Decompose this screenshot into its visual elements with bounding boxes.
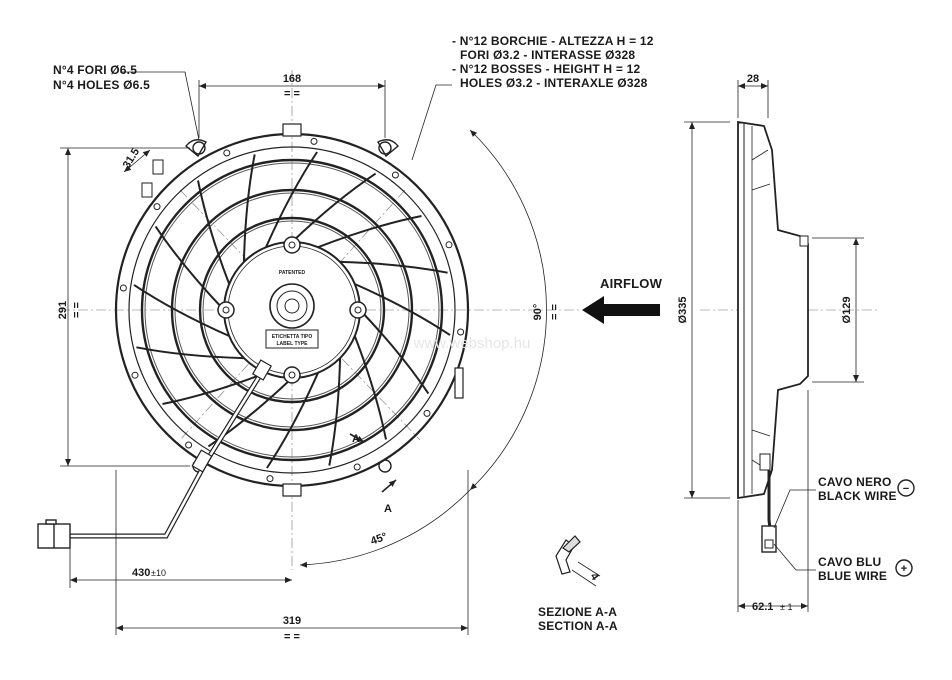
minus-icon bbox=[897, 479, 915, 497]
plus-sign: + bbox=[901, 563, 907, 575]
section-label-it: SEZIONE A-A bbox=[538, 605, 617, 619]
guard-spoke bbox=[359, 309, 430, 395]
fan-shroud-inner bbox=[128, 146, 456, 474]
mounting-boss bbox=[310, 137, 318, 145]
dim-62-1: 62.1 bbox=[752, 601, 773, 613]
section-a-bottom: A bbox=[384, 503, 392, 515]
guard-spoke bbox=[242, 154, 256, 262]
blue-wire-it: CAVO BLU bbox=[818, 555, 881, 569]
wire-connector bbox=[37, 519, 71, 549]
dim-430-tol: ±10 bbox=[151, 568, 166, 578]
dim-168: 168 bbox=[283, 73, 301, 85]
section-label-en: SECTION A-A bbox=[538, 619, 618, 633]
dim-28: 28 bbox=[747, 73, 759, 85]
dim-335: Ø335 bbox=[677, 297, 689, 324]
plus-icon bbox=[895, 559, 913, 577]
guard-spoke bbox=[291, 172, 377, 243]
mounting-boss bbox=[119, 284, 127, 292]
holes-note-it: N°4 FORI Ø6.5 bbox=[53, 63, 137, 77]
mounting-boss bbox=[391, 171, 399, 179]
side-dimension-lines bbox=[684, 80, 864, 612]
dim-angle-90: 90° bbox=[532, 304, 544, 321]
mounting-boss bbox=[266, 475, 274, 483]
airflow-label: AIRFLOW bbox=[600, 276, 663, 291]
bosses-note-en-2: HOLES Ø3.2 - INTERAXLE Ø328 bbox=[460, 76, 648, 90]
mounting-boss bbox=[423, 409, 431, 417]
minus-sign: − bbox=[903, 483, 909, 495]
dim-90-eq: = = bbox=[549, 304, 561, 320]
guard-spoke bbox=[317, 215, 422, 249]
label-type-it: ETICHETTA TIPO bbox=[272, 334, 313, 340]
motor-boss bbox=[269, 283, 315, 329]
black-wire-en: BLACK WIRE bbox=[818, 489, 897, 503]
section-detail bbox=[555, 535, 601, 587]
dim-31-5: 31.5 bbox=[121, 146, 143, 171]
bosses-note-it-2: FORI Ø3.2 - INTERASSE Ø328 bbox=[460, 48, 635, 62]
label-type-en: LABEL TYPE bbox=[276, 341, 308, 347]
guard-spoke bbox=[162, 371, 267, 405]
dim-291-eq: = = bbox=[71, 302, 83, 318]
fan-side-view bbox=[737, 120, 809, 553]
dim-129: Ø129 bbox=[841, 297, 853, 324]
hub-patented-text: PATENTED bbox=[279, 270, 306, 276]
guard-spoke bbox=[265, 151, 318, 248]
mounting-boss bbox=[131, 371, 139, 379]
bosses-note-it-1: - N°12 BORCHIE - ALTEZZA H = 12 bbox=[452, 34, 654, 48]
guard-spoke bbox=[136, 346, 244, 360]
mounting-boss bbox=[445, 241, 453, 249]
fan-front-view bbox=[114, 123, 470, 497]
power-cable bbox=[70, 359, 273, 539]
dim-291: 291 bbox=[57, 301, 69, 319]
guard-spoke bbox=[354, 283, 451, 336]
guard-spoke bbox=[197, 180, 231, 285]
mounting-boss bbox=[185, 441, 193, 449]
mounting-bosses bbox=[119, 137, 465, 483]
guard-spoke bbox=[353, 335, 387, 440]
blue-wire-en: BLUE WIRE bbox=[818, 569, 887, 583]
dim-319: 319 bbox=[283, 615, 301, 627]
mounting-boss bbox=[153, 203, 161, 211]
black-wire-it: CAVO NERO bbox=[818, 475, 892, 489]
mounting-boss bbox=[223, 149, 231, 157]
holes-note-en: N°4 HOLES Ø6.5 bbox=[53, 78, 150, 92]
dim-430: 430 bbox=[132, 567, 150, 579]
mounting-boss bbox=[457, 328, 465, 336]
watermark: www.webshop.hu bbox=[413, 335, 531, 352]
guard-spoke bbox=[328, 358, 342, 466]
dim-62-1-tol: ± 1 bbox=[780, 602, 792, 612]
mounting-boss bbox=[353, 463, 361, 471]
dimension-lines bbox=[60, 71, 547, 635]
guard-spoke bbox=[340, 260, 448, 274]
bosses-note-en-1: - N°12 BOSSES - HEIGHT H = 12 bbox=[452, 62, 640, 76]
type-label-box bbox=[265, 329, 319, 349]
guard-spoke bbox=[154, 225, 225, 311]
dim-168-eq: = = bbox=[284, 88, 300, 100]
dim-319-eq: = = bbox=[284, 631, 300, 643]
guard-rings bbox=[140, 158, 444, 462]
section-a-top: A bbox=[352, 433, 360, 445]
dim-angle-45: 45° bbox=[369, 531, 389, 548]
airflow-arrow bbox=[582, 296, 660, 324]
guard-spoke bbox=[266, 372, 319, 469]
guard-spoke bbox=[133, 284, 230, 337]
